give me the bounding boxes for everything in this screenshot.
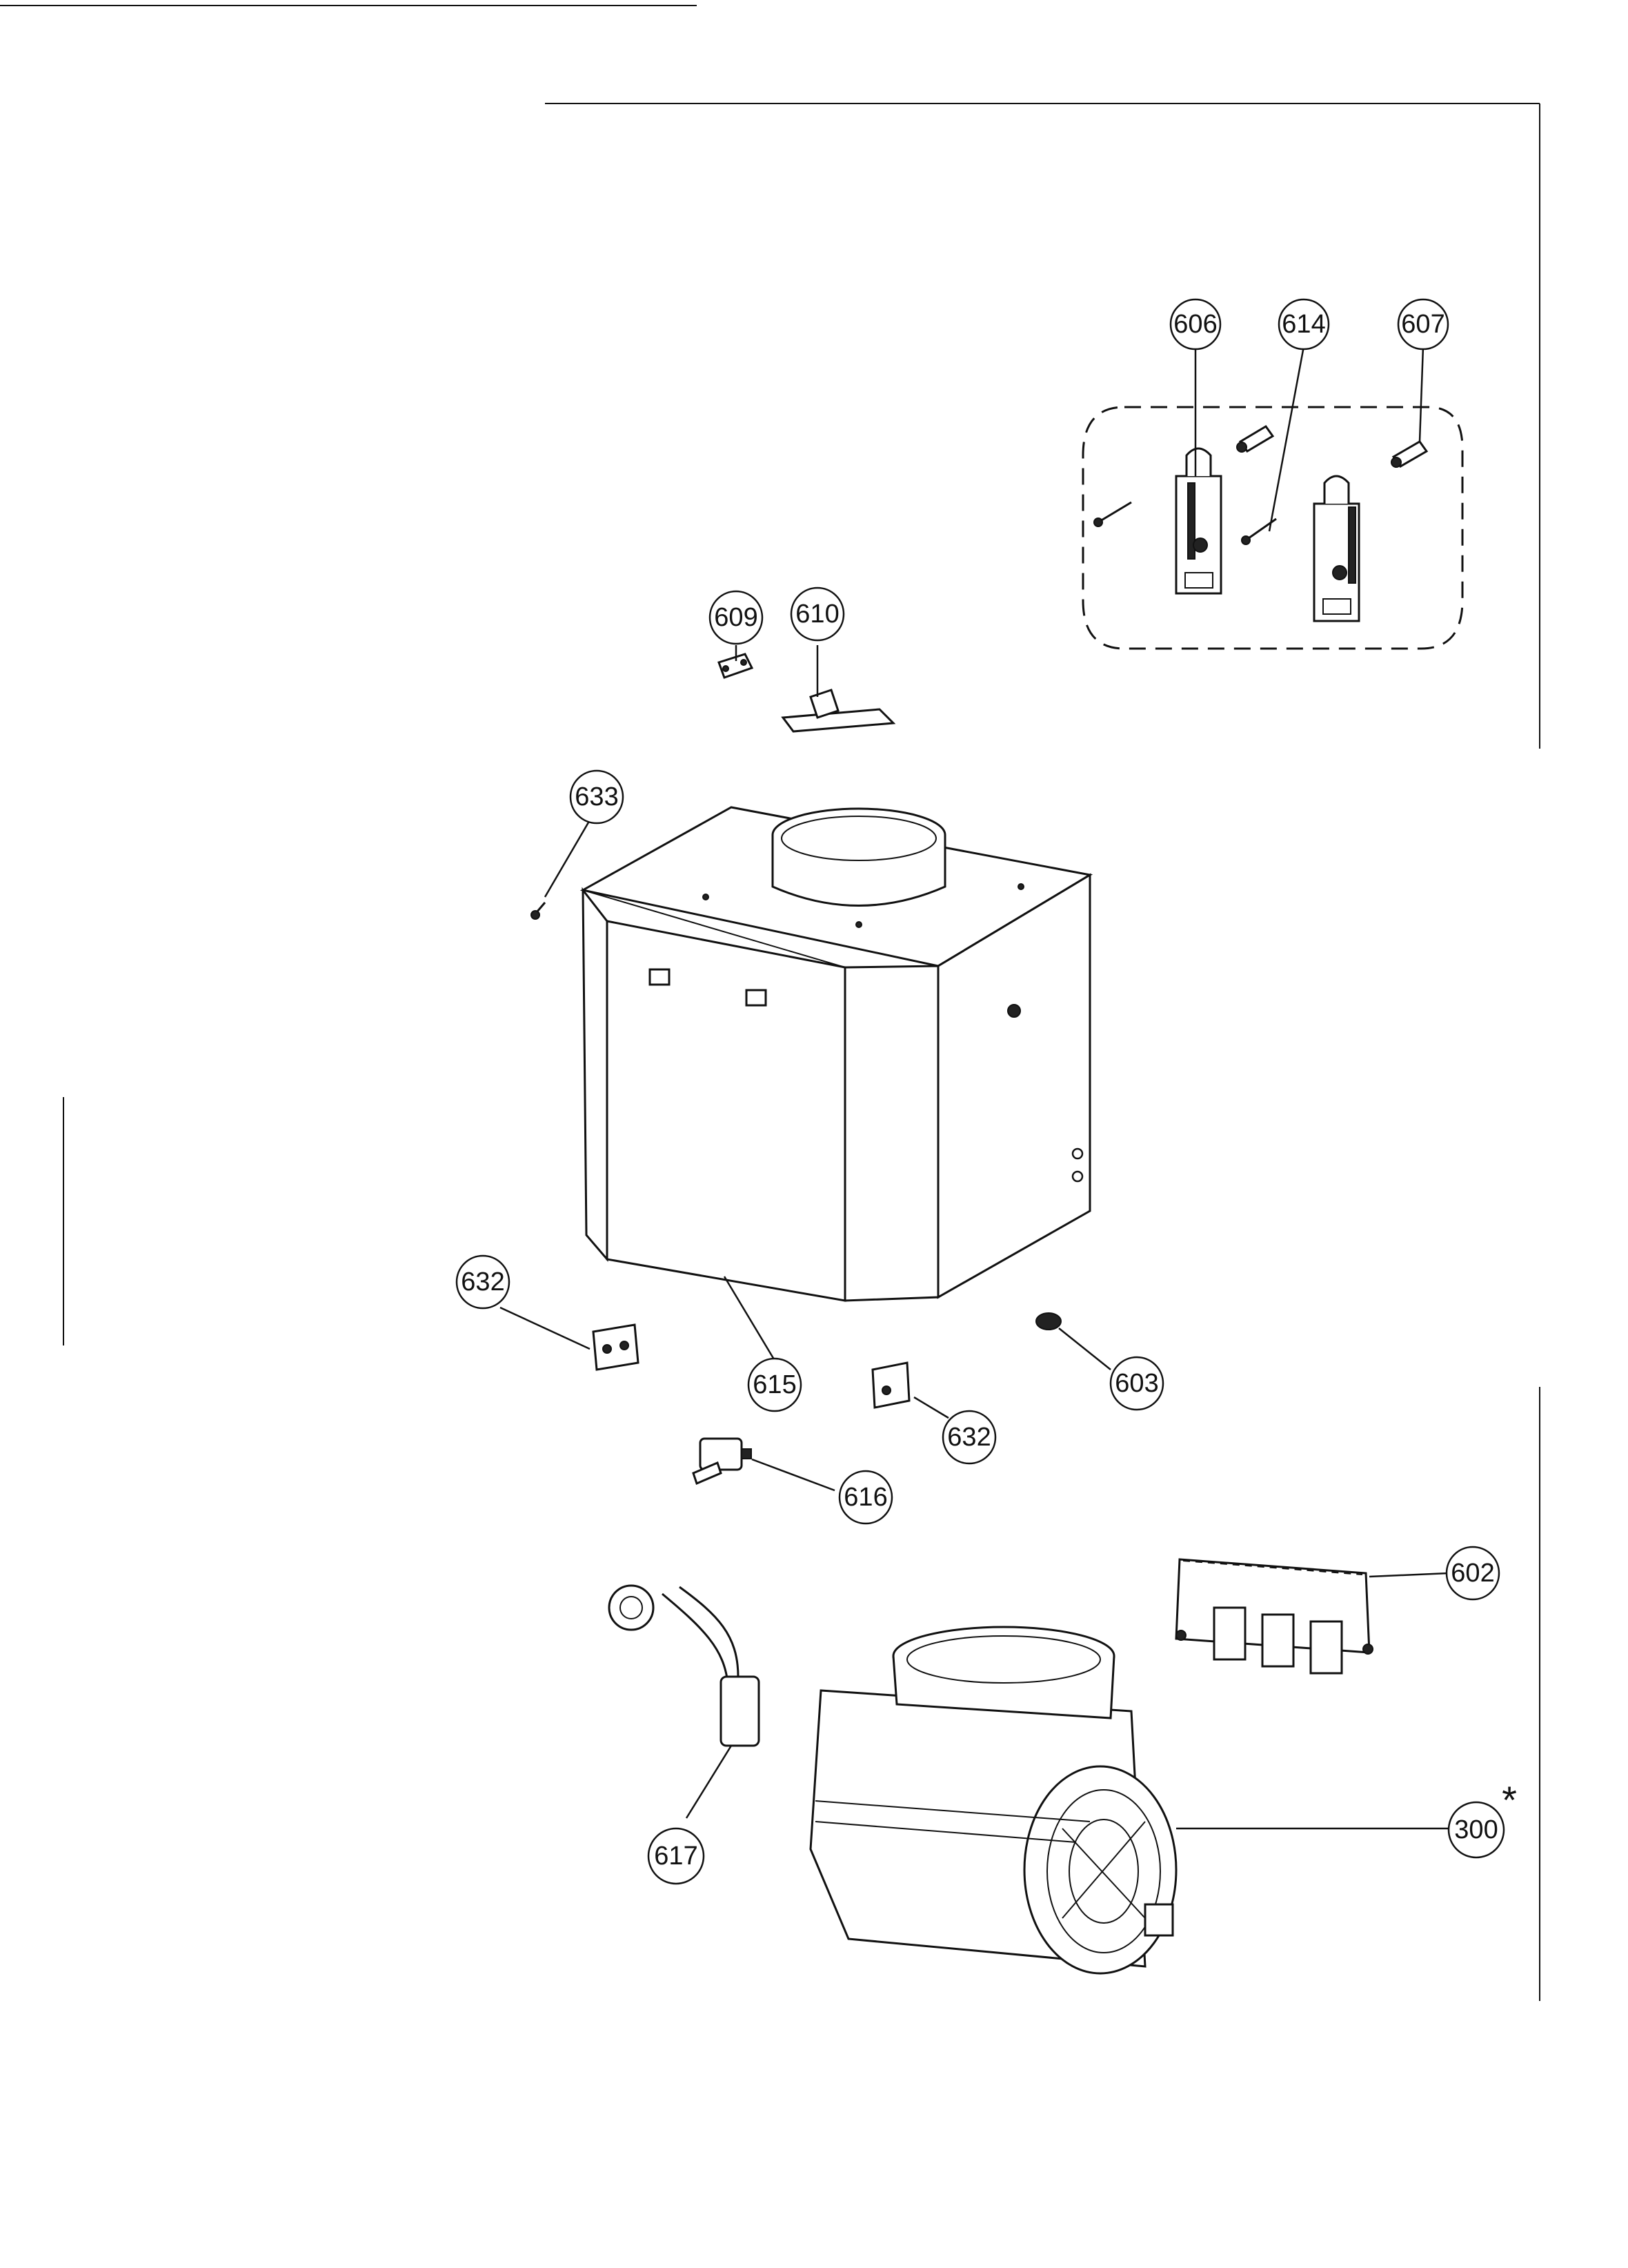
page-frame [0,5,1540,2001]
callout-610-label: 610 [795,600,839,629]
callout-607: 607 [1397,298,1449,351]
callout-300-asterisk: * [1502,1778,1517,1822]
screw-633-part [530,902,546,920]
callout-603: 603 [1109,1356,1164,1411]
callout-606: 606 [1169,298,1222,351]
callout-614-label: 614 [1282,310,1325,339]
callout-609: 609 [708,590,764,645]
callout-615-label: 615 [753,1370,796,1399]
callout-614: 614 [1278,298,1330,351]
callout-616: 616 [838,1470,893,1525]
callout-602: 602 [1445,1546,1500,1601]
callout-633-label: 633 [575,782,618,811]
callout-603-label: 603 [1115,1369,1158,1398]
screw-part [1093,501,1277,545]
hood-housing-part [579,806,1093,1302]
callout-632-right-label: 632 [947,1423,991,1452]
callout-609-label: 609 [714,603,757,632]
switch-616-part [692,1437,752,1486]
callout-616-label: 616 [844,1483,887,1512]
callout-633: 633 [569,769,624,825]
cap-603-part [1035,1312,1062,1330]
callout-602-label: 602 [1451,1559,1494,1588]
callout-300: 300 * [1447,1778,1517,1859]
callout-617: 617 [647,1827,705,1885]
callout-615: 615 [747,1357,802,1412]
callout-606-label: 606 [1173,310,1217,339]
callout-632-right: 632 [942,1410,997,1465]
clip-632-left-part [592,1323,639,1371]
leader-lines [499,346,1449,1830]
wall-anchor-part [1236,425,1429,468]
callout-610: 610 [790,586,845,642]
capacitor-617-part [608,1584,760,1747]
blower-assembly-300-part [809,1626,1178,1975]
callout-607-label: 607 [1401,310,1445,339]
wall-bracket-part [1175,447,1360,622]
callout-300-label: 300 [1454,1815,1498,1844]
mounting-plate-602-part [1175,1558,1373,1675]
callout-632-left-label: 632 [461,1268,504,1296]
clamp-bracket-part [781,689,896,733]
hardware-kit-group [1082,406,1464,650]
callout-617-label: 617 [654,1842,697,1871]
callout-632-left: 632 [455,1254,510,1310]
clip-632-right-part [871,1361,911,1409]
